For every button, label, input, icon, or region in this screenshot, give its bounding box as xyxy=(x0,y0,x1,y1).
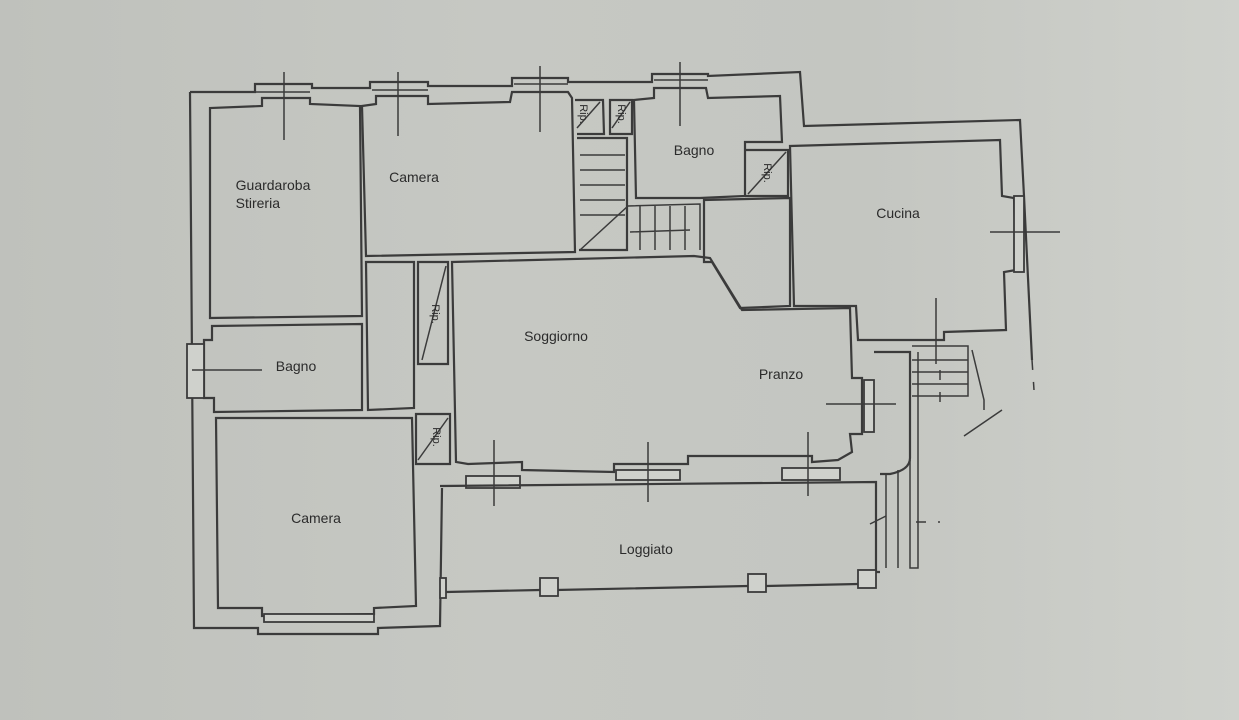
room-label-cucina: Cucina xyxy=(876,205,920,221)
room-label-bagno-left: Bagno xyxy=(275,358,317,374)
room-label-pranzo: Pranzo xyxy=(758,366,804,382)
room-label-line1: Guardaroba xyxy=(235,177,311,193)
room-label-loggiato: Loggiato xyxy=(619,541,673,557)
room-label-bagno-top: Bagno xyxy=(673,142,715,158)
storage-label: Rip. xyxy=(615,104,627,124)
room-label-soggiorno: Soggiorno xyxy=(524,328,588,344)
storage-label: Rip. xyxy=(429,304,441,324)
storage-label: Rip. xyxy=(430,427,442,447)
room-label-camera-bottom: Camera xyxy=(291,510,341,526)
storage-label: Rip. xyxy=(761,163,773,183)
room-label-guardaroba: Guardaroba Stireria xyxy=(236,176,311,212)
storage-label: Rip. xyxy=(577,104,589,124)
room-label-camera-top: Camera xyxy=(389,169,439,185)
room-label-line2: Stireria xyxy=(235,195,280,211)
